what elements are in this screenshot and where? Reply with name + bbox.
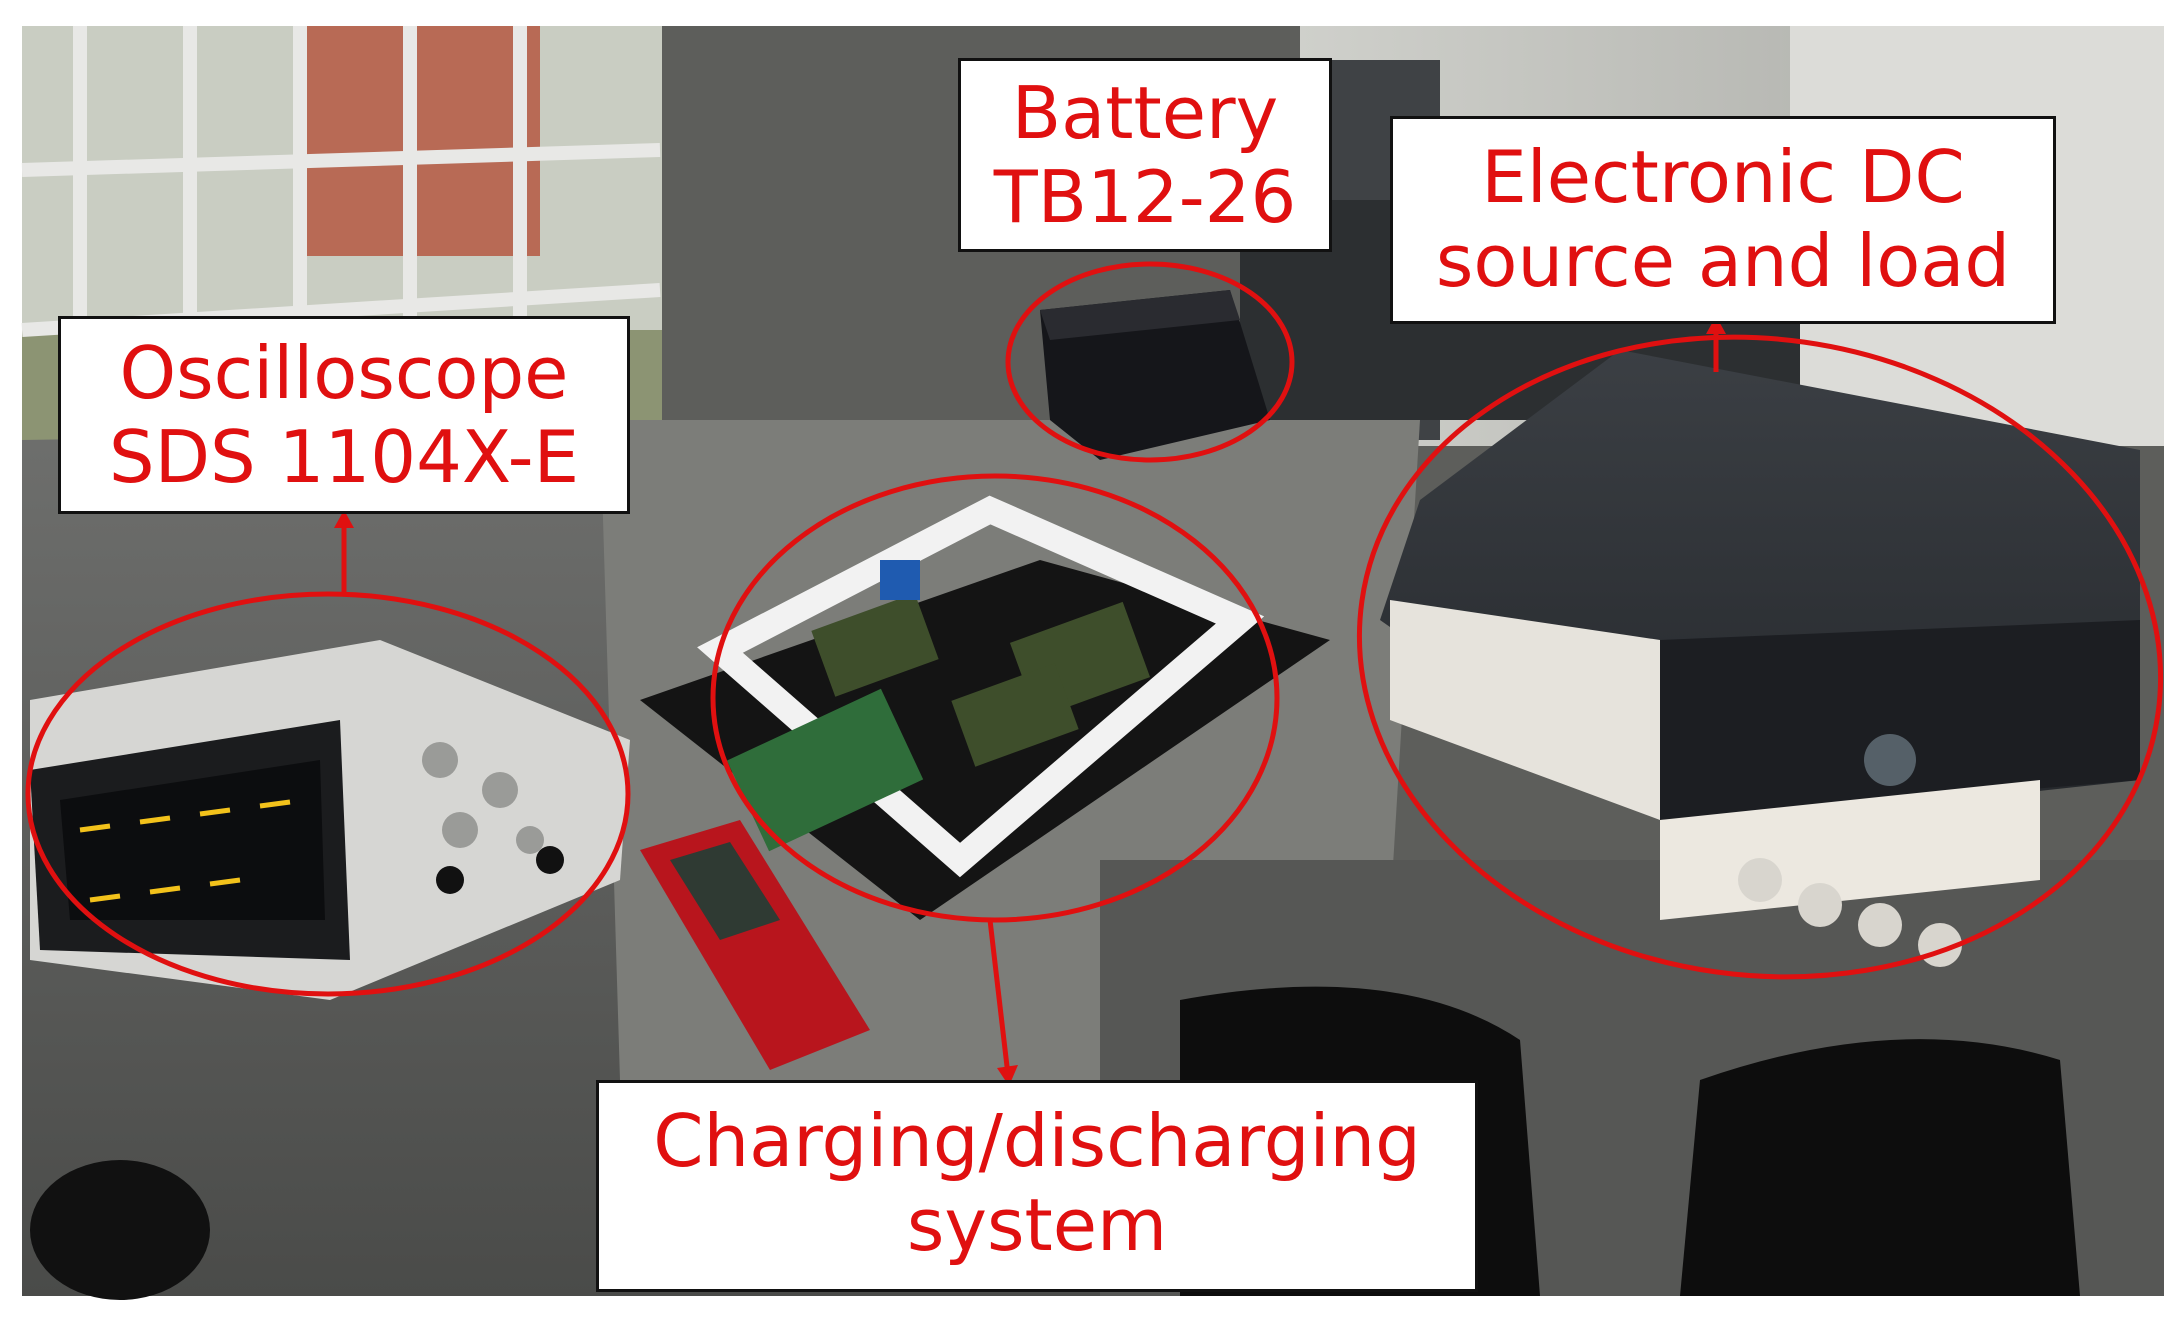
oscilloscope-highlight-ellipse	[25, 591, 631, 997]
battery-label: Battery TB12-26	[958, 58, 1332, 252]
charging-system-highlight-ellipse	[710, 473, 1280, 923]
charging-system-label: Charging/discharging system	[596, 1080, 1478, 1292]
multimeter-device	[640, 820, 870, 1070]
dc-load-device	[1380, 350, 2140, 967]
charging-board	[640, 495, 1330, 920]
charging-system-label-line-2: system	[906, 1183, 1168, 1267]
battery-device	[1040, 290, 1270, 460]
battery-label-line-2: TB12-26	[993, 155, 1297, 239]
battery-label-line-1: Battery	[1011, 71, 1279, 155]
dc-source-load-label-line-1: Electronic DC	[1481, 135, 1965, 219]
charging-system-arrow	[987, 919, 1011, 1076]
dc-source-load-arrow-head	[1706, 316, 1726, 334]
dc-source-load-label: Electronic DC source and load	[1390, 116, 2056, 324]
dc-source-load-label-line-2: source and load	[1435, 219, 2011, 303]
oscilloscope-device	[30, 640, 630, 1000]
oscilloscope-label: Oscilloscope SDS 1104X-E	[58, 316, 630, 514]
oscilloscope-label-line-1: Oscilloscope	[119, 331, 569, 415]
oscilloscope-arrow-head	[334, 510, 354, 528]
charging-system-arrow-head	[997, 1065, 1018, 1086]
oscilloscope-label-line-2: SDS 1104X-E	[108, 415, 580, 499]
battery-highlight-ellipse	[1005, 261, 1295, 463]
charging-system-label-line-1: Charging/discharging	[653, 1099, 1421, 1183]
dc-source-load-highlight-ellipse	[1356, 334, 2164, 980]
